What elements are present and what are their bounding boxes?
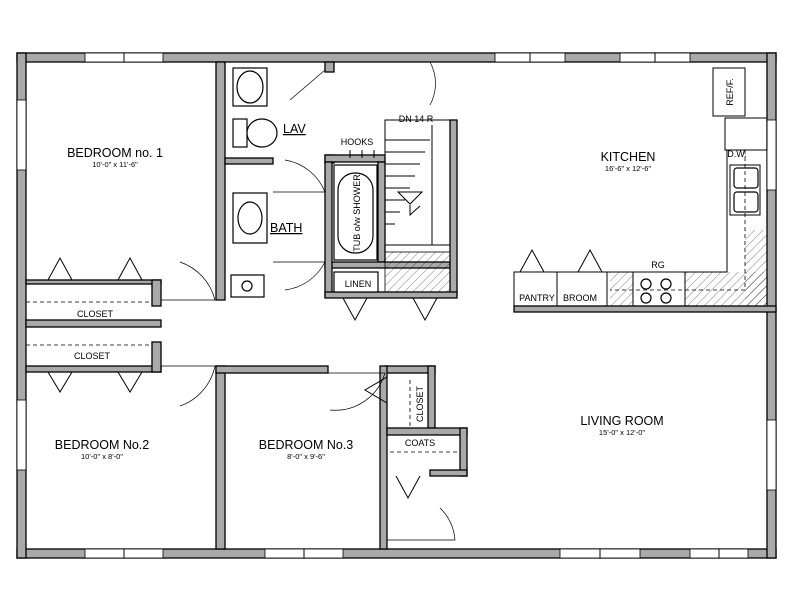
kitchen-dim: 16'-6" x 12'-6" bbox=[605, 164, 651, 173]
bedroom3-name: BEDROOM No.3 bbox=[259, 438, 354, 452]
bedroom3-dim: 8'-0" x 9'-6" bbox=[287, 452, 325, 461]
pantry-label: PANTRY bbox=[519, 293, 555, 303]
tub-label: TUB o/w SHOWER bbox=[352, 174, 362, 252]
linen-label: LINEN bbox=[345, 279, 372, 289]
closet-lower-label: CLOSET bbox=[74, 351, 111, 361]
closet-details bbox=[26, 301, 460, 453]
kitchen-name: KITCHEN bbox=[601, 150, 656, 164]
staircase bbox=[384, 119, 451, 246]
bedroom2-dim: 10'-0" x 8'-0" bbox=[81, 452, 123, 461]
bedroom1-name: BEDROOM no. 1 bbox=[67, 146, 163, 160]
bath-fixtures bbox=[230, 67, 379, 298]
windows bbox=[16, 52, 777, 559]
lav-label: LAV bbox=[283, 122, 306, 136]
dw-label: D.W. bbox=[727, 149, 747, 159]
living-room-name: LIVING ROOM bbox=[580, 414, 663, 428]
closet-upper-label: CLOSET bbox=[77, 309, 114, 319]
ref-label: REF/F. bbox=[725, 78, 735, 106]
bath-label: BATH bbox=[270, 221, 302, 235]
broom-label: BROOM bbox=[563, 293, 597, 303]
stair-landing-hatch bbox=[384, 251, 451, 293]
closet-b3-label: CLOSET bbox=[415, 385, 425, 422]
hooks-label: HOOKS bbox=[341, 137, 374, 147]
rg-label: RG bbox=[651, 260, 665, 270]
kitchen-counter-hatch bbox=[610, 272, 633, 306]
bedroom1-dim: 10'-0" x 11'-6" bbox=[92, 160, 138, 169]
living-room-dim: 15'-0" x 12'-0" bbox=[599, 428, 645, 437]
coats-label: COATS bbox=[405, 438, 435, 448]
stair-label: DN 14 R bbox=[399, 114, 434, 124]
bedroom2-name: BEDROOM No.2 bbox=[55, 438, 150, 452]
kitchen-fixtures bbox=[513, 67, 768, 307]
doors bbox=[47, 61, 603, 541]
